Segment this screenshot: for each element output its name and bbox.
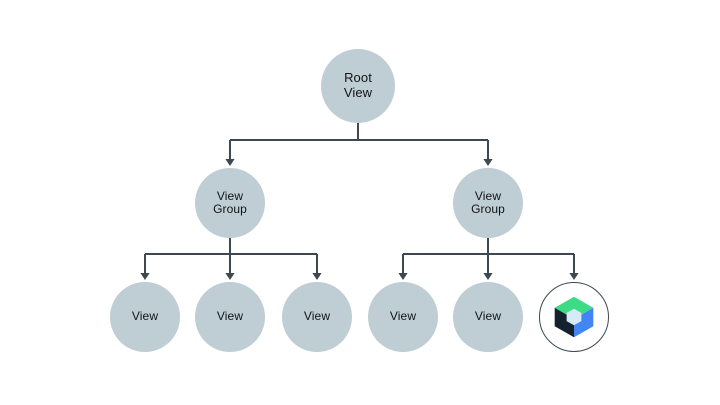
node-label: View (303, 309, 331, 324)
node-viewgroup-left: View Group (195, 168, 265, 238)
node-label: View Group (471, 188, 505, 216)
node-view-2: View (195, 282, 265, 352)
node-label: View (216, 309, 244, 324)
node-label: View (131, 309, 159, 324)
node-view-5: View (453, 282, 523, 352)
node-label: Root View (343, 70, 373, 100)
node-root: Root View (321, 49, 395, 123)
node-viewgroup-right: View Group (453, 168, 523, 238)
jetpack-compose-logo-icon (551, 294, 597, 340)
node-label: View Group (213, 188, 247, 216)
node-view-3: View (282, 282, 352, 352)
node-view-1: View (110, 282, 180, 352)
node-label: View (389, 309, 417, 324)
node-compose-node (539, 282, 609, 352)
node-view-4: View (368, 282, 438, 352)
node-label: View (474, 309, 502, 324)
